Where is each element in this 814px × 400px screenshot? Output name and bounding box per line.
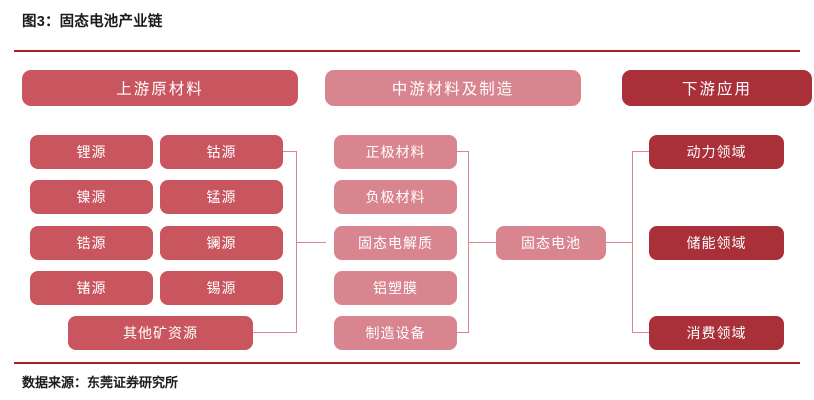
upstream-node-cobalt[interactable]: 钴源 bbox=[160, 135, 283, 169]
upstream-node-germanium[interactable]: 锗源 bbox=[30, 271, 153, 305]
product-node-solid-state-battery[interactable]: 固态电池 bbox=[496, 226, 606, 260]
upstream-node-manganese[interactable]: 锰源 bbox=[160, 180, 283, 214]
downstream-node-energy-storage[interactable]: 储能领域 bbox=[649, 226, 784, 260]
connector-product-to-downstream bbox=[606, 242, 633, 244]
upstream-node-lanthanum[interactable]: 镧源 bbox=[160, 226, 283, 260]
upstream-node-lithium[interactable]: 锂源 bbox=[30, 135, 153, 169]
midstream-node-cathode[interactable]: 正极材料 bbox=[334, 135, 457, 169]
header-downstream[interactable]: 下游应用 bbox=[622, 70, 812, 106]
connector-downstream-top-stub bbox=[632, 151, 650, 153]
connector-upstream-top-stub bbox=[283, 151, 297, 153]
midstream-node-anode[interactable]: 负极材料 bbox=[334, 180, 457, 214]
connector-upstream-to-midstream bbox=[296, 242, 326, 244]
connector-downstream-bottom-stub bbox=[632, 332, 650, 334]
upstream-node-tin[interactable]: 锡源 bbox=[160, 271, 283, 305]
connector-midstream-to-product bbox=[468, 242, 497, 244]
figure-title: 图3：固态电池产业链 bbox=[22, 14, 163, 30]
midstream-node-solid-electrolyte[interactable]: 固态电解质 bbox=[334, 226, 457, 260]
upstream-node-nickel[interactable]: 镍源 bbox=[30, 180, 153, 214]
header-upstream[interactable]: 上游原材料 bbox=[22, 70, 298, 106]
downstream-node-power[interactable]: 动力领域 bbox=[649, 135, 784, 169]
figure-source: 数据来源：东莞证券研究所 bbox=[22, 375, 179, 390]
connector-downstream-bus bbox=[632, 151, 634, 333]
midstream-node-aluminum-plastic-film[interactable]: 铝塑膜 bbox=[334, 271, 457, 305]
header-midstream[interactable]: 中游材料及制造 bbox=[325, 70, 581, 106]
upstream-node-other-minerals[interactable]: 其他矿资源 bbox=[68, 316, 253, 350]
connector-midstream-bottom-stub bbox=[457, 332, 469, 334]
connector-upstream-bottom-stub bbox=[253, 332, 297, 334]
title-divider-rule bbox=[14, 50, 800, 52]
source-divider-rule bbox=[14, 362, 800, 364]
downstream-node-consumer[interactable]: 消费领域 bbox=[649, 316, 784, 350]
connector-midstream-top-stub bbox=[457, 151, 469, 153]
midstream-node-manufacturing-equipment[interactable]: 制造设备 bbox=[334, 316, 457, 350]
upstream-node-zirconium[interactable]: 锆源 bbox=[30, 226, 153, 260]
